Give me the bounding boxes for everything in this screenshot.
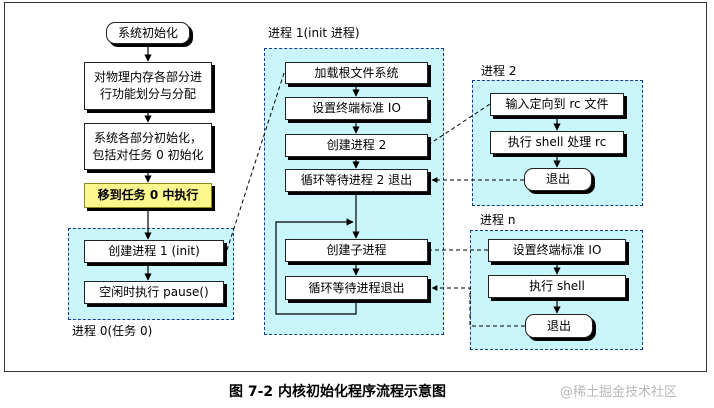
load-rootfs-node: 加载根文件系统	[285, 62, 428, 84]
watermark: @稀土掘金技术社区	[560, 385, 678, 400]
redirect-rc-node: 输入定向到 rc 文件	[490, 93, 624, 116]
create-child-node: 创建子进程	[285, 239, 428, 262]
process-1-label: 进程 1(init 进程)	[268, 26, 360, 40]
shell-rc-node: 执行 shell 处理 rc	[490, 131, 624, 154]
idle-pause-node: 空闲时执行 pause()	[84, 281, 224, 304]
wait-child-exit-node: 循环等待进程退出	[285, 276, 428, 300]
create-process2-node: 创建进程 2	[285, 134, 428, 157]
process-0-label: 进程 0(任务 0)	[72, 324, 153, 338]
exit-process-n-node: 退出	[525, 314, 593, 338]
memory-partition-node: 对物理内存各部分进 行功能划分与分配	[84, 62, 212, 110]
system-init-node: 系统初始化	[106, 22, 190, 44]
subsystem-init-node: 系统各部分初始化， 包括对任务 0 初始化	[84, 123, 212, 170]
set-tty-io-n-node: 设置终端标准 IO	[488, 239, 626, 262]
process-2-label: 进程 2	[481, 64, 517, 78]
figure-caption: 图 7-2 内核初始化程序流程示意图	[229, 384, 447, 400]
exit-process2-node: 退出	[524, 168, 592, 191]
run-shell-node: 执行 shell	[488, 275, 626, 298]
create-process1-node: 创建进程 1 (init)	[84, 240, 224, 263]
process-n-label: 进程 n	[480, 213, 516, 227]
set-tty-io-node: 设置终端标准 IO	[285, 97, 428, 120]
move-to-task0-node: 移到任务 0 中执行	[84, 183, 212, 208]
wait-process2-exit-node: 循环等待进程 2 退出	[285, 169, 428, 192]
